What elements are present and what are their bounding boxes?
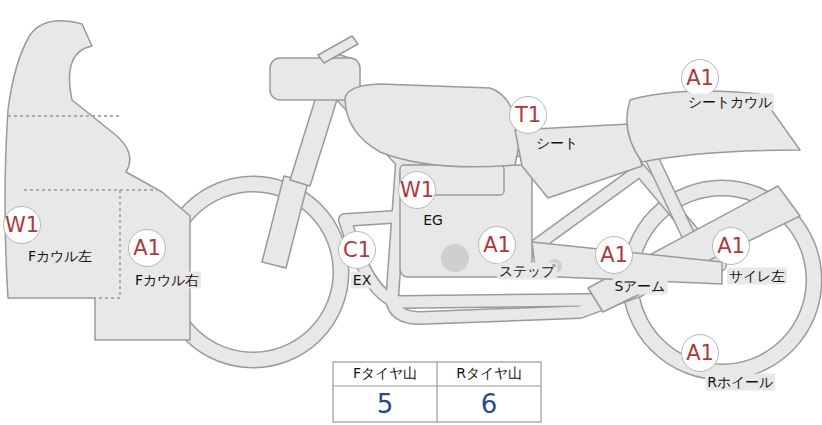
part-label: EG xyxy=(421,212,445,229)
callout-number: A1 xyxy=(681,59,719,97)
part-label: Sアーム xyxy=(613,278,668,295)
part-label: サイレ左 xyxy=(727,268,787,285)
part-label: Rホイール xyxy=(705,374,775,391)
part-label: Fカウル左 xyxy=(26,248,94,265)
callout-node: A1シートカウル xyxy=(681,59,719,97)
table-value: 5 xyxy=(377,390,394,419)
part-label: シートカウル xyxy=(686,94,774,111)
table-header: Fタイヤ山 xyxy=(353,366,417,381)
callout-number: A1 xyxy=(595,236,633,274)
frame-tube xyxy=(345,216,408,220)
callout-number: A1 xyxy=(128,229,166,267)
callout-number: C1 xyxy=(338,231,376,269)
callout-node: A1Sアーム xyxy=(595,236,633,274)
callout-node: A1Fカウル右 xyxy=(128,229,166,267)
part-label: Fカウル右 xyxy=(133,272,201,289)
callout-node: W1Fカウル左 xyxy=(3,206,41,244)
part-label: EX xyxy=(351,272,373,289)
table-header: Rタイヤ山 xyxy=(456,366,522,381)
callout-node: A1ステップ xyxy=(478,226,516,264)
callout-node: C1EX xyxy=(338,231,376,269)
callout-node: A1Rホイール xyxy=(681,334,719,372)
callout-node: T1シート xyxy=(509,96,547,134)
callout-number: W1 xyxy=(398,171,436,209)
callout-number: A1 xyxy=(478,226,516,264)
callout-number: W1 xyxy=(3,206,41,244)
table-value: 6 xyxy=(481,390,498,419)
part-label: シート xyxy=(534,135,580,152)
part-label: ステップ xyxy=(497,263,557,280)
frame-tube xyxy=(345,216,408,220)
callout-node: A1サイレ左 xyxy=(712,227,750,265)
callout-number: A1 xyxy=(681,334,719,372)
callout-number: T1 xyxy=(509,96,547,134)
callout-node: W1EG xyxy=(398,171,436,209)
callout-number: A1 xyxy=(712,227,750,265)
